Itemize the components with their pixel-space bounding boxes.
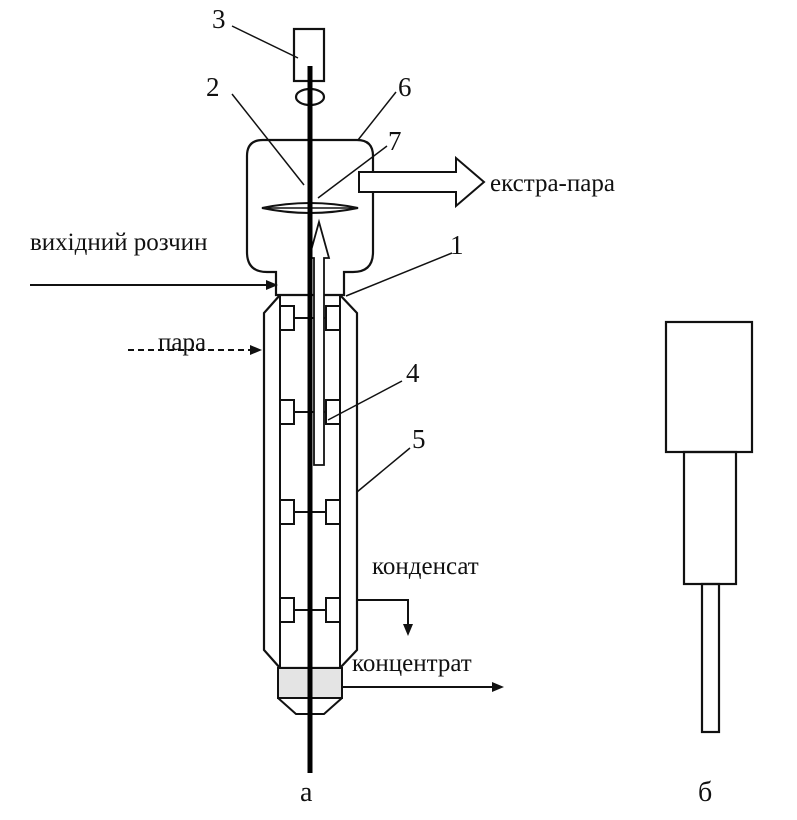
feed-solution-label: вихідний розчин — [30, 229, 207, 256]
leader-lines — [231, 25, 453, 493]
label-2: 2 — [206, 72, 220, 102]
extra-steam-arrow — [358, 155, 486, 209]
label-4: 4 — [406, 358, 420, 388]
feed-inlet-arrowhead — [266, 280, 278, 290]
rotor-blades — [279, 305, 341, 623]
concentrate-label: концентрат — [352, 650, 472, 677]
caption-b: б — [698, 777, 712, 808]
label-6: 6 — [398, 72, 412, 102]
evaporator-figure-a: 3 2 6 7 1 4 5 екстра-пара вихідний розчи… — [30, 4, 615, 808]
label-7: 7 — [388, 126, 402, 156]
label-1: 1 — [450, 230, 464, 260]
label-3: 3 — [212, 4, 226, 34]
condensate-outlet — [357, 599, 409, 626]
condensate-label: конденсат — [372, 553, 479, 580]
caption-a: а — [300, 777, 313, 808]
extra-steam-label: екстра-пара — [490, 170, 615, 197]
droplet-separator — [261, 202, 359, 214]
label-5: 5 — [412, 424, 426, 454]
rotor-body — [682, 450, 738, 586]
steam-inlet-arrowhead — [250, 345, 262, 355]
separator-chamber — [245, 138, 375, 297]
concentrate-arrowhead — [492, 682, 504, 692]
rotor-head — [664, 320, 754, 454]
steam-label: пара — [158, 329, 206, 356]
rotor-detail-figure-b: б — [664, 320, 754, 808]
vapor-upflow-arrow — [307, 218, 331, 466]
rotor-stem — [700, 582, 721, 734]
